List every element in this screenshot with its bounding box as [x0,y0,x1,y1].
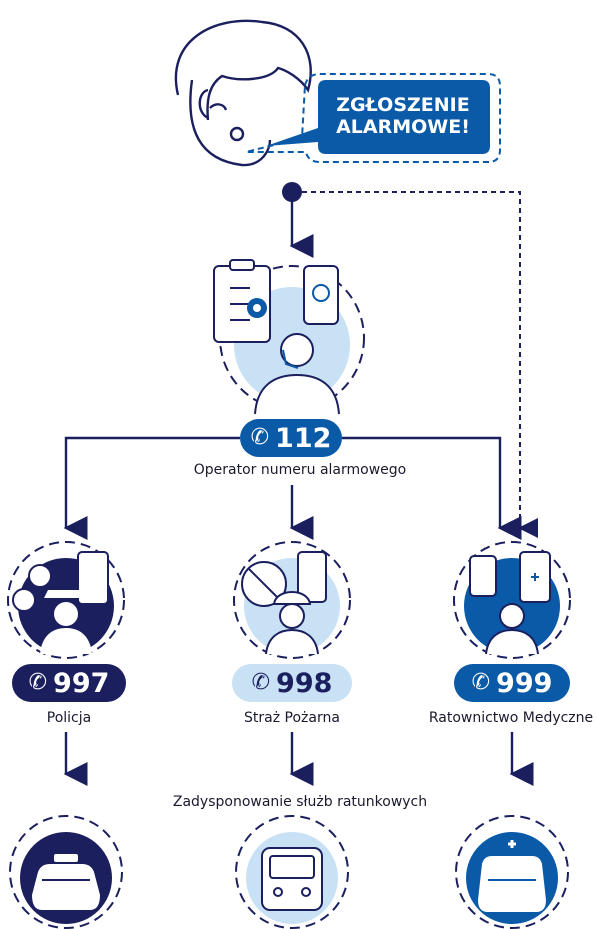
medical-number-pill: ✆ 999 [454,664,570,702]
fire-truck-icon [235,815,349,929]
police-label: Policja [46,710,92,726]
ambulance-icon [455,815,569,929]
dashed-direct-arrow [302,191,538,538]
police-car-icon [9,815,123,929]
alert-line-1: ZGŁOSZENIE [336,94,470,116]
operator-number-pill: ✆ 112 [240,419,342,457]
fire-number-pill: ✆ 998 [232,664,352,702]
phone-icon: ✆ [250,425,270,450]
phone-icon: ✆ [28,670,48,695]
police-officer-icon [7,541,125,659]
police-number: 997 [53,667,110,699]
operator-label: Operator numeru alarmowego [193,462,407,478]
medical-label: Ratownictwo Medyczne [428,710,594,726]
phone-icon: ✆ [471,670,491,695]
caller-face-icon [174,19,312,167]
fire-number: 998 [276,667,333,699]
arrow-to-medical [342,436,522,540]
phone-icon: ✆ [251,670,271,695]
speech-bubble [245,73,501,163]
alert-bubble-text: ZGŁOSZENIE ALARMOWE! [318,80,488,152]
dispatch-label: Zadysponowanie służb ratunkowych [172,794,428,810]
paramedic-icon [453,541,571,659]
fire-label: Straż Pożarna [244,710,340,726]
operator-number: 112 [275,422,332,454]
alert-line-2: ALARMOWE! [336,116,470,138]
arrow-to-police [63,436,240,540]
medical-number: 999 [496,667,553,699]
start-node [282,182,302,202]
operator-icon [213,259,365,415]
firefighter-icon [233,541,351,659]
police-number-pill: ✆ 997 [12,664,126,702]
